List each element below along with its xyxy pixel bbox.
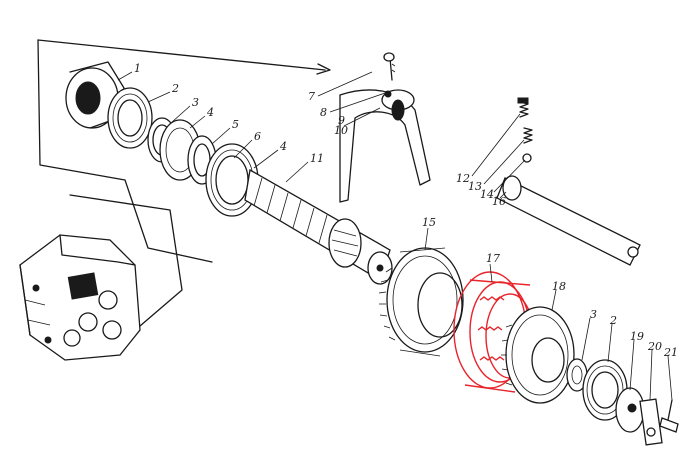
shift-rod-16: [496, 175, 641, 266]
callout-4b: 4: [279, 140, 287, 153]
callout-19: 19: [630, 330, 644, 343]
cap-19: [615, 387, 645, 433]
callout-14: 14: [480, 188, 494, 201]
callout-20: 20: [647, 340, 662, 353]
callout-6: 6: [254, 130, 261, 143]
shift-fork: [339, 89, 431, 203]
spring-12: [517, 97, 529, 118]
main-shaft: [244, 168, 393, 285]
callout-18: 18: [552, 280, 566, 293]
callout-10: 10: [334, 124, 348, 137]
callout-9: 9: [338, 114, 345, 127]
callout-15: 15: [422, 216, 436, 229]
callout-7: 7: [308, 90, 315, 103]
gearbox-housing: [19, 234, 141, 361]
callout-17: 17: [486, 252, 500, 265]
callout-8: 8: [320, 106, 327, 119]
callout-4: 4: [206, 106, 214, 119]
callout-16: 16: [492, 195, 506, 208]
bolt-7: [383, 52, 396, 81]
callout-12: 12: [456, 172, 470, 185]
assembly-leader-lines: [37, 39, 331, 333]
callout-21: 21: [663, 346, 678, 359]
callout-2: 2: [171, 82, 179, 95]
callout-leaders: [117, 71, 673, 401]
callout-13: 13: [468, 180, 482, 193]
bolt-21: [659, 399, 679, 433]
callout-11: 11: [310, 152, 324, 165]
callout-1: 1: [134, 62, 141, 75]
callout-3b: 3: [590, 308, 597, 321]
spring-13: [523, 127, 533, 144]
callout-5: 5: [232, 118, 239, 131]
callout-2b: 2: [609, 314, 617, 327]
callout-3: 3: [192, 96, 199, 109]
gear-18: [501, 306, 575, 404]
plate-20: [639, 398, 663, 446]
callout-labels: 1 2 3 4 5 6 4 11 7 8 9 10 12 13 14 16 15…: [134, 62, 678, 359]
bearing-2: [107, 87, 153, 149]
